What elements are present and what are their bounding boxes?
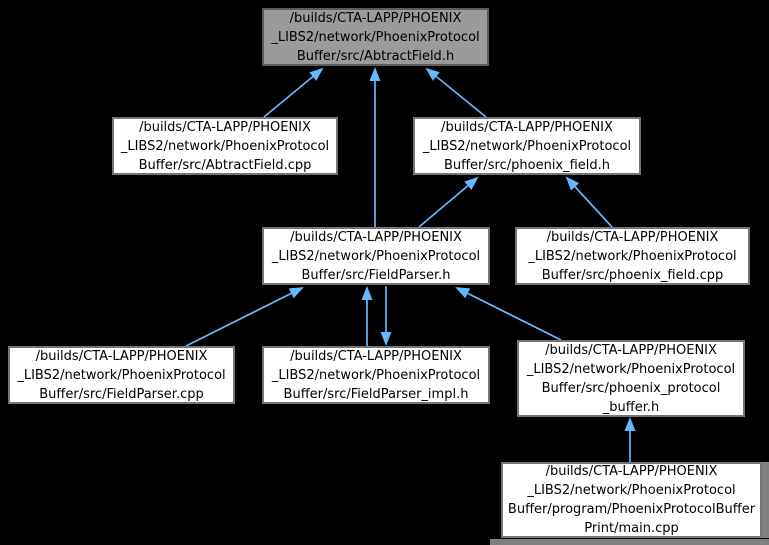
vertical-scrollbar-thumb[interactable] [762,462,769,538]
node-fieldparser-impl-h[interactable]: /builds/CTA-LAPP/PHOENIX _LIBS2/network/… [262,346,490,404]
node-phoenix-protocol-buffer-h-label: /builds/CTA-LAPP/PHOENIX _LIBS2/network/… [526,342,736,415]
edge-fieldparser-h-to-phoenix-field-h [418,176,479,228]
node-main-cpp-label: /builds/CTA-LAPP/PHOENIX _LIBS2/network/… [507,464,756,536]
edge-phoenix-field-cpp-to-phoenix-field-h [565,176,613,228]
node-abtractfield-cpp[interactable]: /builds/CTA-LAPP/PHOENIX _LIBS2/network/… [112,117,338,175]
node-phoenix-field-cpp-label: /builds/CTA-LAPP/PHOENIX _LIBS2/network/… [528,229,737,283]
node-fieldparser-h[interactable]: /builds/CTA-LAPP/PHOENIX _LIBS2/network/… [262,227,490,285]
node-fieldparser-cpp-label: /builds/CTA-LAPP/PHOENIX _LIBS2/network/… [17,348,226,402]
horizontal-scrollbar-thumb[interactable] [490,539,769,545]
edge-phoenix-protocol-buffer-h-to-fieldparser-h [455,287,562,341]
node-abtractfield-h-label: /builds/CTA-LAPP/PHOENIX _LIBS2/network/… [271,10,480,64]
node-phoenix-field-h[interactable]: /builds/CTA-LAPP/PHOENIX _LIBS2/network/… [413,117,641,175]
node-main-cpp[interactable]: /builds/CTA-LAPP/PHOENIX _LIBS2/network/… [501,462,762,538]
node-phoenix-field-cpp[interactable]: /builds/CTA-LAPP/PHOENIX _LIBS2/network/… [515,227,750,285]
node-abtractfield-cpp-label: /builds/CTA-LAPP/PHOENIX _LIBS2/network/… [120,119,330,173]
node-phoenix-field-h-label: /builds/CTA-LAPP/PHOENIX _LIBS2/network/… [422,119,632,173]
edge-fieldparser-cpp-to-fieldparser-h [185,287,304,347]
edge-abtractfield-cpp-to-abtractfield-h [263,67,324,118]
node-phoenix-protocol-buffer-h[interactable]: /builds/CTA-LAPP/PHOENIX _LIBS2/network/… [517,340,745,417]
node-fieldparser-h-label: /builds/CTA-LAPP/PHOENIX _LIBS2/network/… [271,229,481,283]
node-fieldparser-impl-h-label: /builds/CTA-LAPP/PHOENIX _LIBS2/network/… [271,348,481,402]
edge-phoenix-field-h-to-abtractfield-h [425,67,487,118]
node-abtractfield-h[interactable]: /builds/CTA-LAPP/PHOENIX _LIBS2/network/… [262,8,489,66]
node-fieldparser-cpp[interactable]: /builds/CTA-LAPP/PHOENIX _LIBS2/network/… [8,346,235,404]
